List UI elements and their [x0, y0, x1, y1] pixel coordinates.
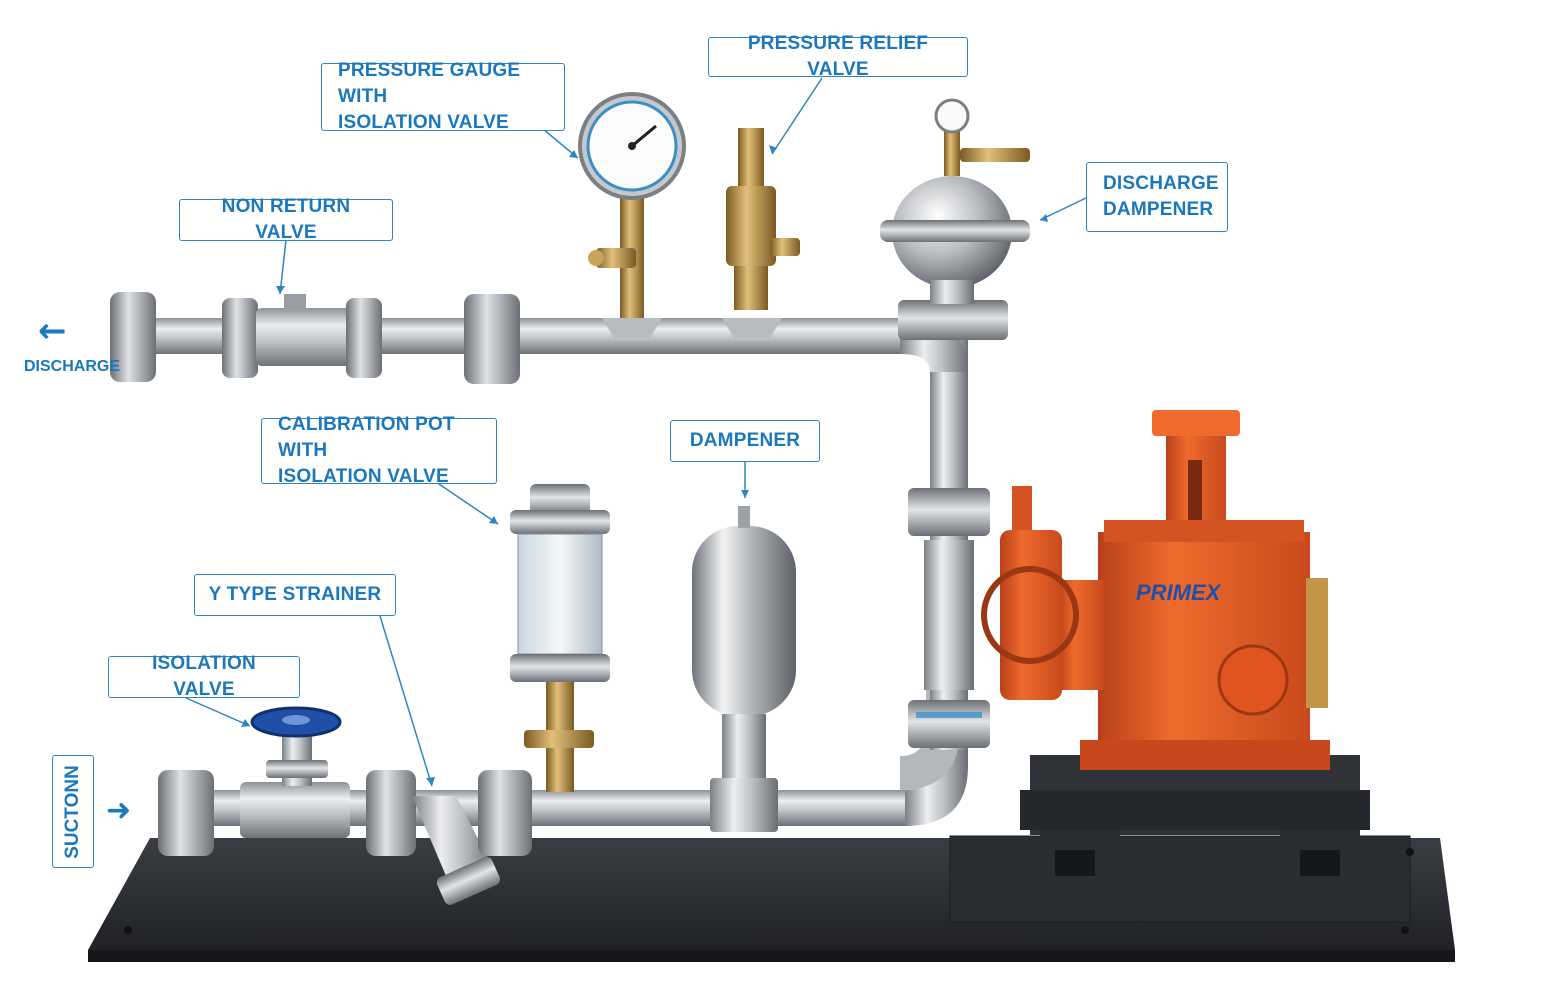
brand-logo: PRIMEX: [1136, 580, 1221, 605]
label-y-type-strainer: Y TYPE STRAINER: [194, 574, 396, 616]
label-discharge-dampener: DISCHARGE DAMPENER: [1086, 162, 1228, 232]
suction-arrow-icon: ➜: [106, 793, 132, 828]
base-plate: [88, 835, 1455, 962]
discharge-arrow-icon: ←: [38, 311, 67, 351]
discharge-dampener: [880, 98, 1030, 304]
pressure-gauge-assembly: [578, 92, 686, 338]
riser-pipe: [908, 330, 990, 750]
label-pressure-gauge: PRESSURE GAUGE WITH ISOLATION VALVE: [321, 60, 565, 133]
label-dampener: DAMPENER: [670, 420, 820, 462]
non-return-valve: [110, 292, 520, 384]
leader-arrowheads: [241, 145, 1048, 786]
label-isolation-valve: ISOLATION VALVE: [108, 653, 300, 700]
dampener-vessel: [692, 506, 796, 832]
suction-components: [158, 728, 532, 905]
label-non-return-valve: NON RETURN VALVE: [179, 196, 393, 243]
isolation-valve-handwheel: [250, 706, 342, 738]
label-pressure-relief-valve: PRESSURE RELIEF VALVE: [708, 33, 968, 80]
dosing-pump: [981, 410, 1330, 770]
pressure-relief-valve: [722, 128, 800, 338]
leader-lines: [185, 77, 1087, 787]
label-calibration-pot: CALIBRATION POT WITH ISOLATION VALVE: [261, 414, 497, 487]
label-suction: SUCTONN: [52, 755, 94, 868]
calibration-pot: [510, 484, 610, 792]
discharge-label: DISCHARGE: [24, 358, 121, 375]
